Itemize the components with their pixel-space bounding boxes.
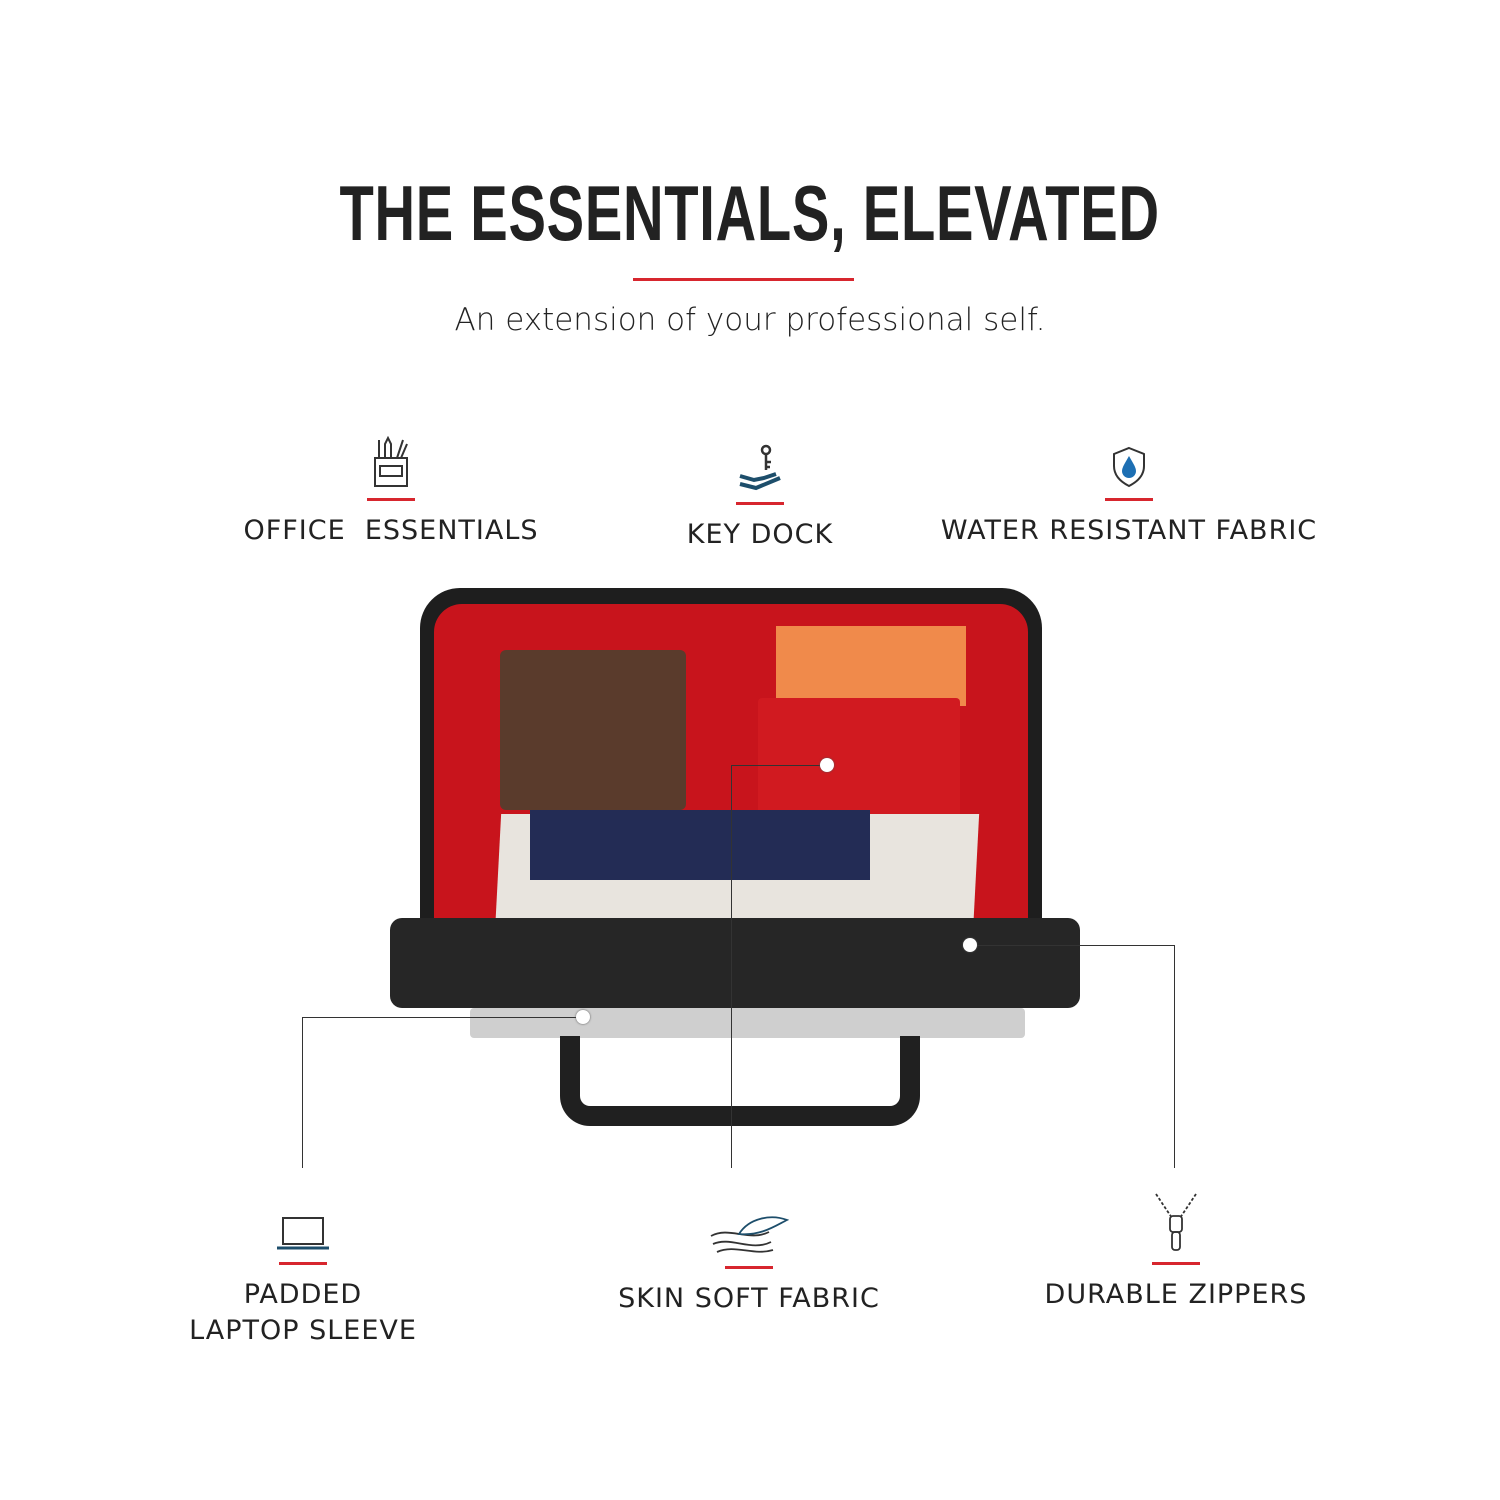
callout-dot-fabric (820, 758, 834, 772)
laptop-icon (73, 1196, 533, 1252)
feature-divider (279, 1262, 327, 1265)
feature-divider (725, 1266, 773, 1269)
callout-line-fabric-h (731, 765, 827, 766)
callout-line-laptop-h (302, 1017, 582, 1018)
feature-divider (736, 502, 784, 505)
feature-office-essentials: OFFICE ESSENTIALS (161, 432, 621, 549)
callout-dot-zipper (963, 938, 977, 952)
callout-dot-laptop (576, 1010, 590, 1024)
page-title: THE ESSENTIALS, ELEVATED (339, 169, 1161, 257)
feature-skin-soft-fabric: SKIN SOFT FABRIC (519, 1200, 979, 1317)
pen-holder-icon (161, 432, 621, 488)
subtitle: An extension of your professional self. (454, 302, 1046, 338)
callout-line-fabric (731, 765, 732, 1168)
feature-divider (367, 498, 415, 501)
feather-icon (519, 1200, 979, 1256)
feature-key-dock: KEY DOCK (530, 436, 990, 553)
callout-line-zipper (1174, 945, 1175, 1168)
feature-water-resistant: WATER RESISTANT FABRIC (899, 432, 1359, 549)
callout-line-zipper-h (970, 945, 1174, 946)
title-divider (633, 278, 854, 281)
feature-padded-laptop-sleeve: PADDED LAPTOP SLEEVE (73, 1196, 533, 1349)
feature-divider (1152, 1262, 1200, 1265)
laptop-bag-image (380, 588, 1090, 1133)
zipper-icon (946, 1193, 1406, 1252)
feature-divider (1105, 498, 1153, 501)
shield-drop-icon (899, 432, 1359, 488)
callout-line-laptop (302, 1017, 303, 1168)
feature-durable-zippers: DURABLE ZIPPERS (946, 1193, 1406, 1313)
key-hand-icon (530, 436, 990, 492)
